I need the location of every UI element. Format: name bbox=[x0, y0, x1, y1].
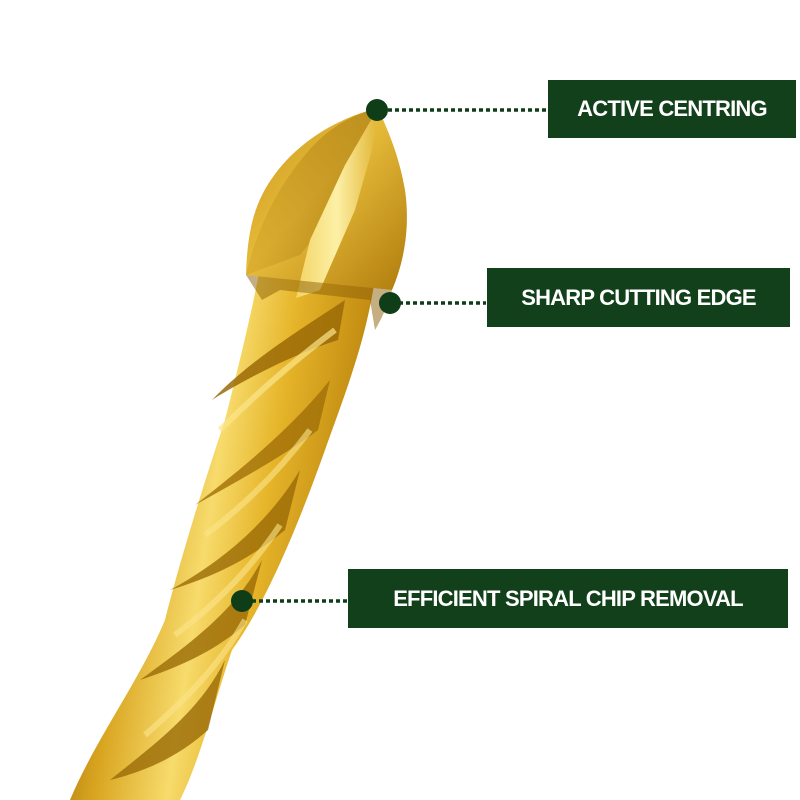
spiral-highlight bbox=[143, 618, 248, 738]
spiral-flute bbox=[140, 560, 262, 680]
callout-spiral-chip-removal: EFFICIENT SPIRAL CHIP REMOVAL bbox=[348, 569, 788, 628]
spiral-highlight bbox=[217, 327, 337, 433]
spiral-flute bbox=[110, 660, 225, 780]
callout-active-centring: ACTIVE CENTRING bbox=[548, 80, 796, 138]
callout-marker bbox=[366, 99, 388, 121]
cutting-ridge bbox=[296, 108, 378, 298]
drill-shank bbox=[70, 255, 378, 800]
spiral-highlight bbox=[173, 523, 283, 638]
callout-marker bbox=[231, 590, 253, 612]
callout-sharp-cutting-edge: SHARP CUTTING EDGE bbox=[487, 268, 790, 327]
spiral-flute bbox=[212, 300, 345, 400]
spiral-highlight bbox=[203, 428, 313, 538]
cutting-face bbox=[246, 108, 378, 275]
head-shoulder bbox=[246, 275, 392, 330]
callout-marker bbox=[379, 292, 401, 314]
